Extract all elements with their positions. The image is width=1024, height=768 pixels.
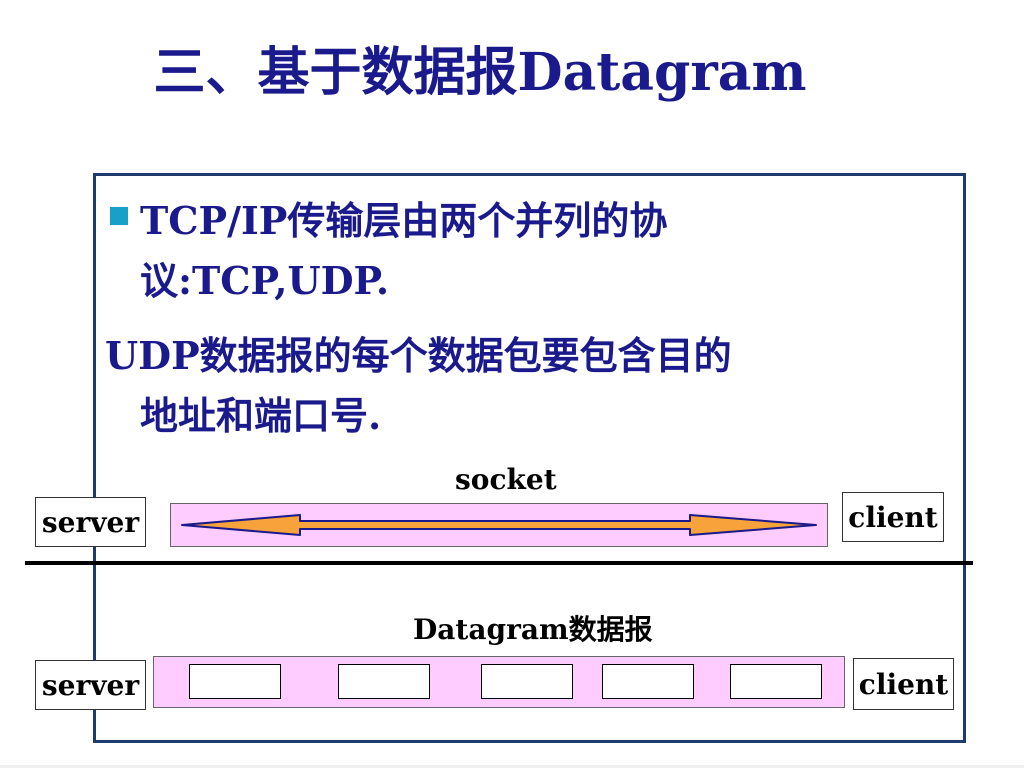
datagram-packet bbox=[481, 664, 573, 699]
datagram-label: Datagram数据报 bbox=[413, 613, 653, 646]
datagram-packet bbox=[338, 664, 430, 699]
server-box-bottom: server bbox=[35, 660, 146, 710]
text-line-3: UDP数据报的每个数据包要包含目的 bbox=[105, 333, 732, 378]
datagram-packet bbox=[602, 664, 694, 699]
client-box-top: client bbox=[842, 492, 944, 542]
text-line-1: TCP/IP传输层由两个并列的协 bbox=[140, 198, 668, 243]
content-frame bbox=[93, 173, 966, 743]
datagram-packet bbox=[730, 664, 822, 699]
socket-label: socket bbox=[455, 463, 557, 496]
server-box-top: server bbox=[35, 497, 146, 547]
bottom-strip bbox=[0, 765, 1024, 768]
slide-title: 三、基于数据报Datagram bbox=[153, 42, 807, 103]
client-box-bottom: client bbox=[853, 658, 954, 710]
datagram-packet bbox=[189, 664, 281, 699]
text-line-2: 议:TCP,UDP. bbox=[140, 258, 390, 303]
bidirectional-arrow-icon bbox=[181, 514, 817, 536]
arrow-shape bbox=[181, 514, 817, 536]
separator-line bbox=[25, 561, 973, 565]
bullet-icon bbox=[110, 207, 128, 225]
text-line-4: 地址和端口号. bbox=[140, 393, 382, 438]
